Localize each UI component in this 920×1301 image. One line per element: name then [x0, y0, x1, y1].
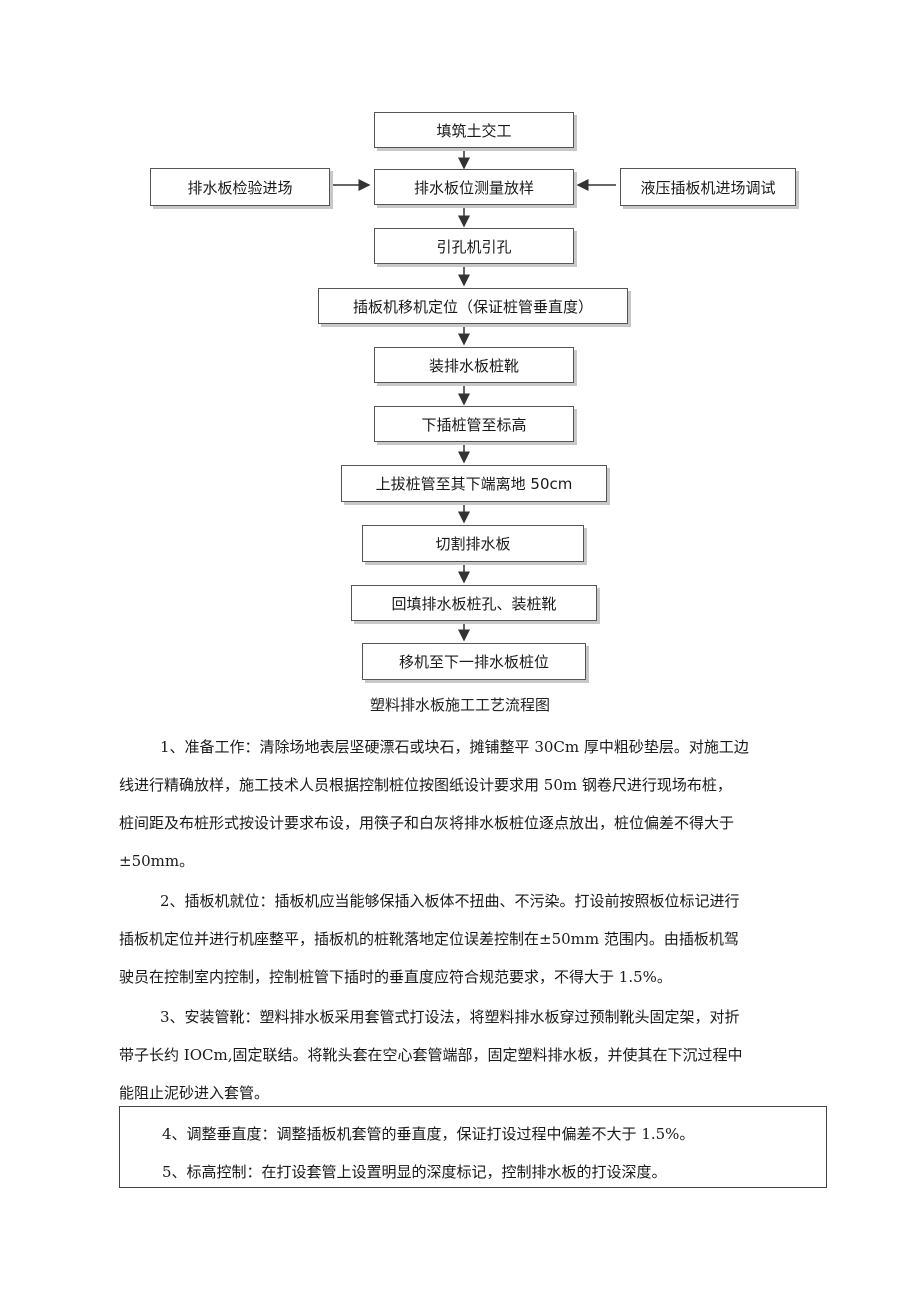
flow-step-3: 引孔机引孔	[374, 228, 574, 264]
flow-right-input: 液压插板机进场调试	[620, 168, 796, 206]
para-1-line-4: ±50mm。	[119, 852, 195, 870]
flow-step-7: 上拔桩管至其下端离地 50cm	[341, 465, 607, 502]
para-2-line-3: 驶员在控制室内控制，控制桩管下插时的垂直度应符合规范要求，不得大于 1.5%。	[119, 968, 672, 986]
para-5: 5、标高控制：在打设套管上设置明显的深度标记，控制排水板的打设深度。	[162, 1163, 667, 1181]
flow-step-10: 移机至下一排水板桩位	[362, 643, 586, 680]
flow-step-9: 回填排水板桩孔、装桩靴	[351, 585, 597, 621]
para-1-line-3: 桩间距及布桩形式按设计要求布设，用筷子和白灰将排水板桩位逐点放出，桩位偏差不得大…	[119, 814, 735, 832]
flow-step-5: 装排水板桩靴	[374, 347, 574, 383]
framed-section: 4、调整垂直度：调整插板机套管的垂直度，保证打设过程中偏差不大于 1.5%。 5…	[119, 1106, 827, 1188]
para-2-line-1: 2、插板机就位：插板机应当能够保插入板体不扭曲、不污染。打设前按照板位标记进行	[160, 892, 740, 910]
figure-caption: 塑料排水板施工工艺流程图	[369, 696, 550, 714]
flow-step-8: 切割排水板	[362, 525, 584, 562]
para-3-line-3: 能阻止泥砂进入套管。	[119, 1084, 270, 1102]
para-3-line-1: 3、安装管靴：塑料排水板采用套管式打设法，将塑料排水板穿过预制靴头固定架，对折	[160, 1008, 740, 1026]
flow-step-1: 填筑土交工	[374, 112, 574, 148]
para-2-line-2: 插板机定位并进行机座整平，插板机的桩靴落地定位误差控制在±50mm 范围内。由插…	[119, 930, 739, 948]
flow-step-4: 插板机移机定位（保证桩管垂直度）	[318, 288, 628, 324]
para-4: 4、调整垂直度：调整插板机套管的垂直度，保证打设过程中偏差不大于 1.5%。	[162, 1125, 695, 1143]
flowchart-arrows	[331, 147, 616, 642]
para-1-line-1: 1、准备工作：清除场地表层坚硬漂石或块石，摊铺整平 30Cm 厚中粗砂垫层。对施…	[160, 738, 749, 756]
flow-step-6: 下插桩管至标高	[374, 406, 574, 442]
flow-step-2: 排水板位测量放样	[374, 169, 574, 205]
para-3-line-2: 带子长约 IOCm,固定联结。将靴头套在空心套管端部，固定塑料排水板，并使其在下…	[119, 1046, 743, 1064]
flow-left-input: 排水板检验进场	[150, 168, 330, 206]
para-1-line-2: 线进行精确放样，施工技术人员根据控制桩位按图纸设计要求用 50m 钢卷尺进行现场…	[119, 776, 732, 794]
